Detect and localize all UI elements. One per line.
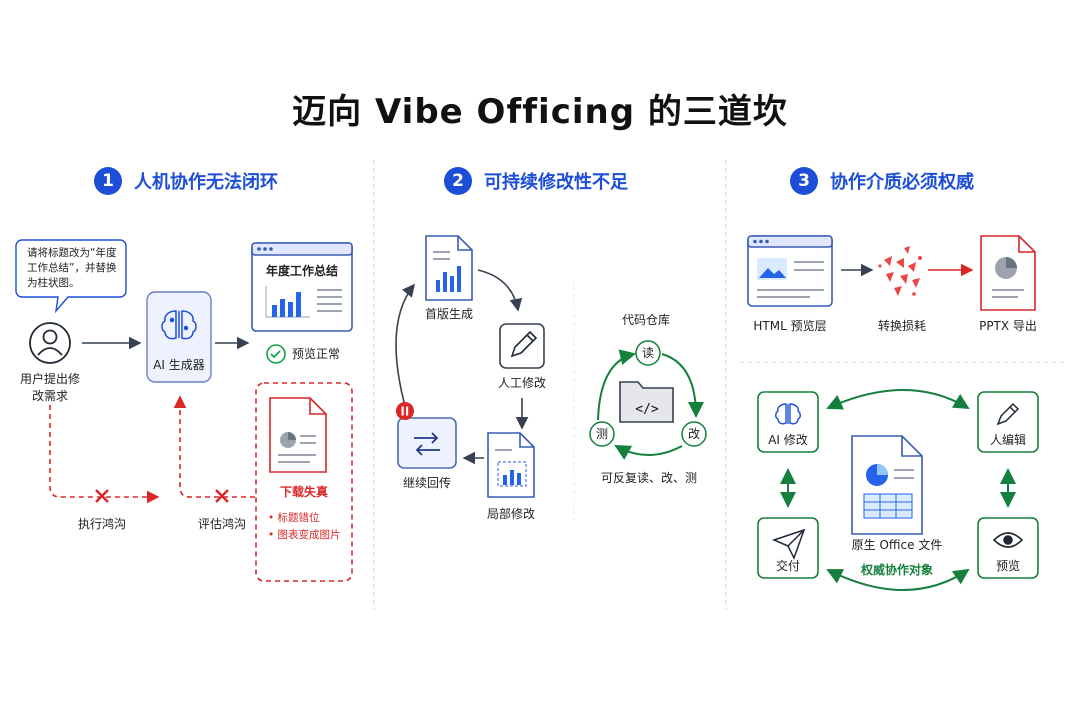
ai-generator-label: AI 生成器 xyxy=(153,358,205,372)
svg-text:</>: </> xyxy=(635,402,659,417)
native-office-file-icon xyxy=(851,435,923,535)
execution-gulf-path xyxy=(49,405,160,504)
preview-box xyxy=(977,517,1039,579)
pptx-label: PPTX 导出 xyxy=(979,319,1037,333)
repo-label: 代码仓库 xyxy=(621,313,670,327)
doc-title: 年度工作总结 xyxy=(265,264,338,278)
continue-label: 继续回传 xyxy=(402,476,451,490)
section-2-header: 2 可持续修改性不足 xyxy=(444,167,628,195)
test-label: 测 xyxy=(595,427,608,441)
deliver-label: 交付 xyxy=(775,559,800,573)
edit-label: 改 xyxy=(687,427,700,441)
html-layer-label: HTML 预览层 xyxy=(753,319,827,333)
manual-edit-box xyxy=(499,323,545,369)
pptx-file-icon xyxy=(980,235,1036,311)
eye-icon xyxy=(992,532,1024,548)
arrow-ai-human xyxy=(826,389,970,410)
speech-bubble-text: 请将标题改为“年度工作总结”，并替换为柱状图。 xyxy=(27,247,117,289)
section-1-number: 1 xyxy=(94,167,122,195)
loop-icon xyxy=(414,432,440,456)
pencil-icon xyxy=(510,330,538,358)
first-gen-doc-icon xyxy=(425,235,473,301)
section-1-header: 1 人机协作无法闭环 xyxy=(94,167,278,195)
page-title: 迈向 Vibe Officing 的三道坎 xyxy=(292,92,788,132)
arrow-read-edit xyxy=(661,353,704,418)
read-node xyxy=(635,340,661,366)
test-node xyxy=(589,421,615,447)
user-label: 用户提出修改需求 xyxy=(20,372,81,403)
pause-badge-icon xyxy=(396,402,414,420)
brain-icon-small xyxy=(775,403,801,425)
section-2-number: 2 xyxy=(444,167,472,195)
folder-code-icon: </> xyxy=(619,381,674,423)
manual-edit-label: 人工修改 xyxy=(497,376,546,390)
ai-edit-label: AI 修改 xyxy=(768,433,808,447)
failure-bullet: • 标题错位 xyxy=(268,512,320,524)
cycle-label: 可反复读、改、测 xyxy=(600,471,697,485)
x-icon-execution xyxy=(95,489,109,503)
arrow-edit-test xyxy=(614,445,683,460)
continue-box xyxy=(397,417,457,469)
download-failure-title: 下载失真 xyxy=(279,485,328,499)
preview-label: 预览 xyxy=(995,559,1020,573)
partial-doc-icon xyxy=(487,432,535,498)
arrow-test-read xyxy=(597,349,636,421)
arrow-continue-first xyxy=(395,283,416,403)
x-icon-evaluation xyxy=(215,489,229,503)
human-edit-box xyxy=(977,391,1039,453)
speech-bubble xyxy=(15,239,127,314)
section-2-title: 可持续修改性不足 xyxy=(484,172,628,193)
brain-icon xyxy=(161,310,197,340)
execution-gulf-label: 执行鸿沟 xyxy=(77,517,126,531)
html-window-icon xyxy=(747,235,833,307)
section-3-title: 协作介质必须权威 xyxy=(830,172,974,193)
arrow-first-manual xyxy=(477,269,523,312)
pencil-icon-small xyxy=(996,402,1020,426)
failure-bullets: • 标题错位 • 图表变成图片 xyxy=(268,510,341,544)
failure-bullet: • 图表变成图片 xyxy=(268,529,341,541)
section-3-number: 3 xyxy=(790,167,818,195)
section-3-header: 3 协作介质必须权威 xyxy=(790,167,974,195)
evaluation-gulf-path xyxy=(173,395,255,498)
partial-edit-label: 局部修改 xyxy=(486,507,535,521)
user-icon xyxy=(29,322,71,364)
loss-label: 转换损耗 xyxy=(877,319,926,333)
authority-label: 权威协作对象 xyxy=(860,563,933,577)
edit-node xyxy=(681,421,707,447)
broken-file-icon xyxy=(269,397,327,473)
evaluation-gulf-label: 评估鸿沟 xyxy=(197,517,246,531)
arrow-deliver-preview xyxy=(826,568,970,591)
section-1-title: 人机协作无法闭环 xyxy=(134,172,278,193)
first-gen-label: 首版生成 xyxy=(424,307,473,321)
human-edit-label: 人编辑 xyxy=(989,433,1026,447)
preview-ok-label: 预览正常 xyxy=(292,347,341,361)
check-icon xyxy=(266,344,286,364)
read-label: 读 xyxy=(641,346,654,360)
shatter-icon xyxy=(878,246,922,296)
send-icon xyxy=(771,528,806,560)
preview-window xyxy=(251,242,353,332)
native-file-label: 原生 Office 文件 xyxy=(851,538,943,552)
